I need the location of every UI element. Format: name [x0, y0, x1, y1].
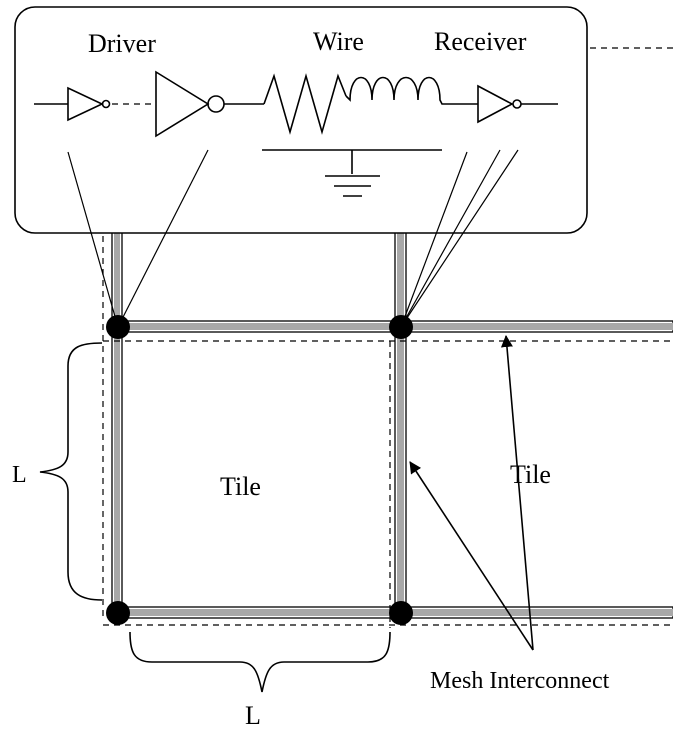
tile-right-label: Tile	[510, 460, 551, 489]
node-dot	[389, 601, 413, 625]
arrow	[409, 461, 534, 651]
vertical-length-label: L	[12, 462, 27, 488]
ground-symbol	[262, 149, 442, 197]
node-dot	[106, 601, 130, 625]
large-inverter-symbol	[155, 70, 264, 138]
node-dot	[106, 315, 130, 339]
tile-boundaries	[102, 47, 673, 628]
component-box	[14, 6, 588, 234]
mesh-wires	[111, 229, 673, 619]
mesh-interconnect-arrows	[409, 335, 534, 651]
wire-label: Wire	[313, 27, 364, 56]
receiver-inverter-symbol	[477, 84, 558, 124]
inductor-symbol	[345, 76, 478, 105]
small-inverter-symbol	[34, 86, 154, 122]
driver-label: Driver	[88, 29, 156, 58]
leader-lines	[67, 149, 519, 328]
node-dot	[389, 315, 413, 339]
resistor-symbol	[263, 73, 347, 135]
horizontal-length-brace	[129, 631, 391, 693]
horizontal-length-label: L	[245, 701, 261, 730]
receiver-label: Receiver	[434, 27, 527, 56]
arrow	[500, 335, 534, 651]
tile-left-label: Tile	[220, 472, 261, 501]
mesh-nodes	[106, 315, 413, 625]
vertical-length-brace	[39, 342, 103, 601]
mesh-interconnect-label: Mesh Interconnect	[430, 668, 610, 694]
